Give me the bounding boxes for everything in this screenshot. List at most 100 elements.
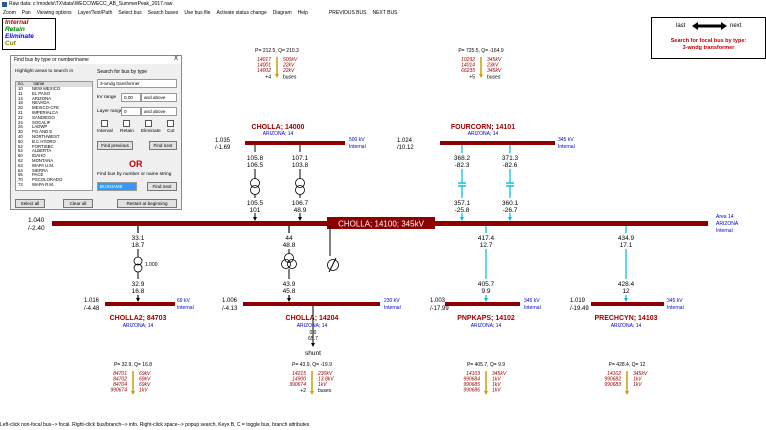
transformer-tap: 1.000 [145, 262, 158, 268]
layer-range-label: Layer range [97, 109, 123, 114]
find-next-button[interactable]: Find next [149, 141, 177, 150]
branch-flow-q: 12 [622, 288, 630, 295]
menu-item-9[interactable]: Help [297, 10, 308, 16]
menu-item-0[interactable]: Zoom [3, 10, 16, 16]
flow-arrow-icon [624, 298, 628, 302]
menu-item-5[interactable]: Search buses [147, 10, 179, 16]
layer-value-input[interactable]: 0 [121, 107, 141, 116]
bottom-bus-bar-2[interactable] [445, 302, 520, 306]
top-bus-type-1: Internal [558, 144, 575, 150]
focal-area: Area 14 [716, 214, 734, 220]
col-name: name [33, 81, 45, 86]
menu-item-8[interactable]: Diagram [272, 10, 292, 16]
bottom-bus-list-num: 990682 [604, 377, 621, 383]
bottom-bus-area-1: ARIZONA; 14 [297, 323, 328, 329]
branch-flow-p: 107.1 [292, 155, 309, 162]
bus-string-input[interactable]: BUSNAME [97, 182, 137, 191]
eliminate-checkbox[interactable] [145, 120, 152, 127]
menu-item-2[interactable]: Viewing options [36, 10, 72, 16]
clear-all-button[interactable]: Clear all [63, 199, 93, 208]
retain-checkbox[interactable] [123, 120, 130, 127]
interval-checkbox[interactable] [101, 120, 108, 127]
menu-item-6[interactable]: Use bus file [184, 10, 211, 16]
top-bus-bar-0[interactable] [245, 141, 345, 145]
branch-flow-q: 106.5 [247, 162, 264, 169]
bus-type-select[interactable]: 3-wndg transformer [97, 79, 177, 88]
menu-item-7[interactable]: Activate status change [216, 10, 267, 16]
bottom-bus-summary-1: P= 43.9, Q= -19.9 [292, 362, 332, 368]
menu-item-11[interactable]: NEXT BUS [372, 10, 398, 16]
flow-arrow-icon [508, 217, 512, 221]
menu-item-3[interactable]: Layer/Text/Path [77, 10, 113, 16]
find-previous-button[interactable]: Find previous [97, 141, 133, 150]
top-bus-bar-1[interactable] [440, 141, 555, 145]
bottom-bus-area-0: ARIZONA; 14 [123, 323, 154, 329]
find-next-string-button[interactable]: Find next [147, 182, 177, 191]
area-name: SANDIEGO [32, 114, 55, 120]
transformer-winding-icon [250, 178, 260, 188]
or-label: OR [129, 159, 143, 169]
kv-value-input[interactable]: 0.00 [121, 93, 141, 102]
bottom-bus-list-kv: 345kV [492, 371, 507, 377]
kv-mode-select[interactable]: and above [141, 93, 177, 102]
branch-flow-q: -82.3 [455, 162, 470, 169]
bottom-bus-bar-1[interactable] [243, 302, 380, 306]
menu-item-10[interactable]: PREVIOUS BUS [328, 10, 367, 16]
area-name: IMPERIALCA [32, 109, 59, 115]
bottom-bus-voltage-2: 1.003 [430, 298, 446, 304]
branch-flow-p: 357.1 [454, 200, 471, 207]
select-all-button[interactable]: Select all [15, 199, 45, 208]
flow-arrow-icon [253, 217, 257, 221]
cut-checkbox[interactable] [167, 120, 174, 127]
branch-flow-p: 33.1 [132, 235, 145, 242]
branch-flow-p: 368.2 [454, 155, 471, 162]
area-no: 63 [18, 162, 23, 168]
menu-item-1[interactable]: Pan [21, 10, 31, 16]
branch-flow-q: -25.8 [455, 207, 470, 214]
bottom-bus-bar-0[interactable] [105, 302, 175, 306]
branch-flow-q: 48.9 [294, 207, 307, 214]
bottom-bus-bar-3[interactable] [591, 302, 664, 306]
last-bus-button[interactable]: last [676, 23, 686, 29]
double-arrow-icon[interactable] [692, 22, 727, 30]
layer-mode-select[interactable]: and above [141, 107, 177, 116]
next-bus-button[interactable]: next [730, 23, 742, 29]
area-list-item[interactable]: 65 PACE [16, 172, 92, 178]
close-icon[interactable]: X [173, 56, 178, 62]
bottom-bus-angle-2: /-17.99 [430, 306, 449, 312]
menu-item-4[interactable]: Select bus [118, 10, 142, 16]
area-no: 54 [18, 148, 23, 154]
top-bus-more-label: buses [283, 75, 297, 81]
area-no: 65 [18, 172, 23, 178]
area-name: PACE [32, 172, 44, 178]
area-name: FORTISBC [32, 143, 54, 149]
top-bus-list-num: 14001 [257, 63, 271, 69]
restart-button[interactable]: Restart at beginning [117, 199, 177, 208]
flow-arrow-icon [136, 298, 140, 302]
check-label-eliminate: Eliminate [141, 129, 161, 134]
transformer-winding-icon [295, 178, 305, 188]
area-no: 70 [18, 177, 23, 183]
